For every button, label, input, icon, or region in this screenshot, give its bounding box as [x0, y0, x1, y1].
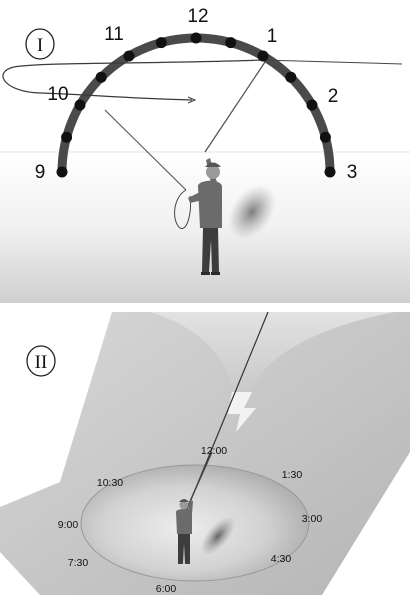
- cast-plane: [150, 312, 395, 397]
- clock-hour-label: 3: [347, 162, 358, 183]
- panel-one-badge: I: [25, 28, 55, 60]
- fly-line-loop: [2, 59, 263, 101]
- angler-shadow: [228, 184, 276, 240]
- clock-hour-label: 12: [187, 6, 208, 27]
- plane-arrow-icon: [228, 392, 256, 432]
- clock-hour-label: 9: [35, 162, 46, 183]
- clock-dot: [306, 99, 318, 111]
- clock-dot: [190, 32, 202, 44]
- panel-two: 12:00 1:30 3:00 4:30 6:00 7:30 9:00 10:30 II: [0, 312, 410, 595]
- angler-figure-two: [176, 499, 193, 564]
- line-arrow-icon: [187, 96, 197, 104]
- clock-time-label: 6:00: [156, 583, 177, 595]
- clock-dot: [324, 166, 336, 178]
- clock-dot: [285, 71, 297, 83]
- clock-time-label: 12:00: [201, 445, 227, 457]
- panel-two-illustration: 12:00 1:30 3:00 4:30 6:00 7:30 9:00 10:30 II: [0, 312, 410, 595]
- slack-line: [174, 189, 191, 229]
- clock-disc: [80, 464, 310, 582]
- clock-dot: [155, 37, 167, 49]
- clock-dots: [56, 32, 336, 178]
- panel-two-badge: II: [26, 345, 56, 377]
- clock-hour-label: 1: [267, 26, 278, 47]
- clock-hour-label: 2: [328, 86, 339, 107]
- angler-shadow-two: [200, 516, 236, 556]
- angler-figure: [188, 158, 222, 275]
- clock-dot: [95, 71, 107, 83]
- clock-time-label: 1:30: [282, 469, 303, 481]
- clock-dot: [123, 50, 135, 62]
- panel-one-badge-label: I: [37, 35, 43, 56]
- clock-time-label: 7:30: [68, 557, 89, 569]
- clock-hour-label: 10: [47, 84, 68, 105]
- clock-time-label: 4:30: [271, 553, 292, 565]
- fly-line-top: [261, 59, 403, 65]
- clock-time-label: 9:00: [58, 519, 79, 531]
- clock-dot: [319, 131, 331, 143]
- clock-dot: [61, 131, 73, 143]
- clock-time-label: 10:30: [97, 477, 123, 489]
- panel-two-badge-label: II: [35, 352, 48, 373]
- clock-time-label: 3:00: [302, 513, 323, 525]
- rod-forward: [204, 61, 266, 153]
- clock-time-labels: 12:00 1:30 3:00 4:30 6:00 7:30 9:00 10:30: [58, 445, 323, 595]
- clock-dot: [56, 166, 68, 178]
- clock-dot: [74, 99, 86, 111]
- clock-hour-label: 11: [104, 24, 124, 45]
- rod-back: [104, 109, 187, 191]
- clock-dot: [225, 37, 237, 49]
- clock-dot: [257, 50, 269, 62]
